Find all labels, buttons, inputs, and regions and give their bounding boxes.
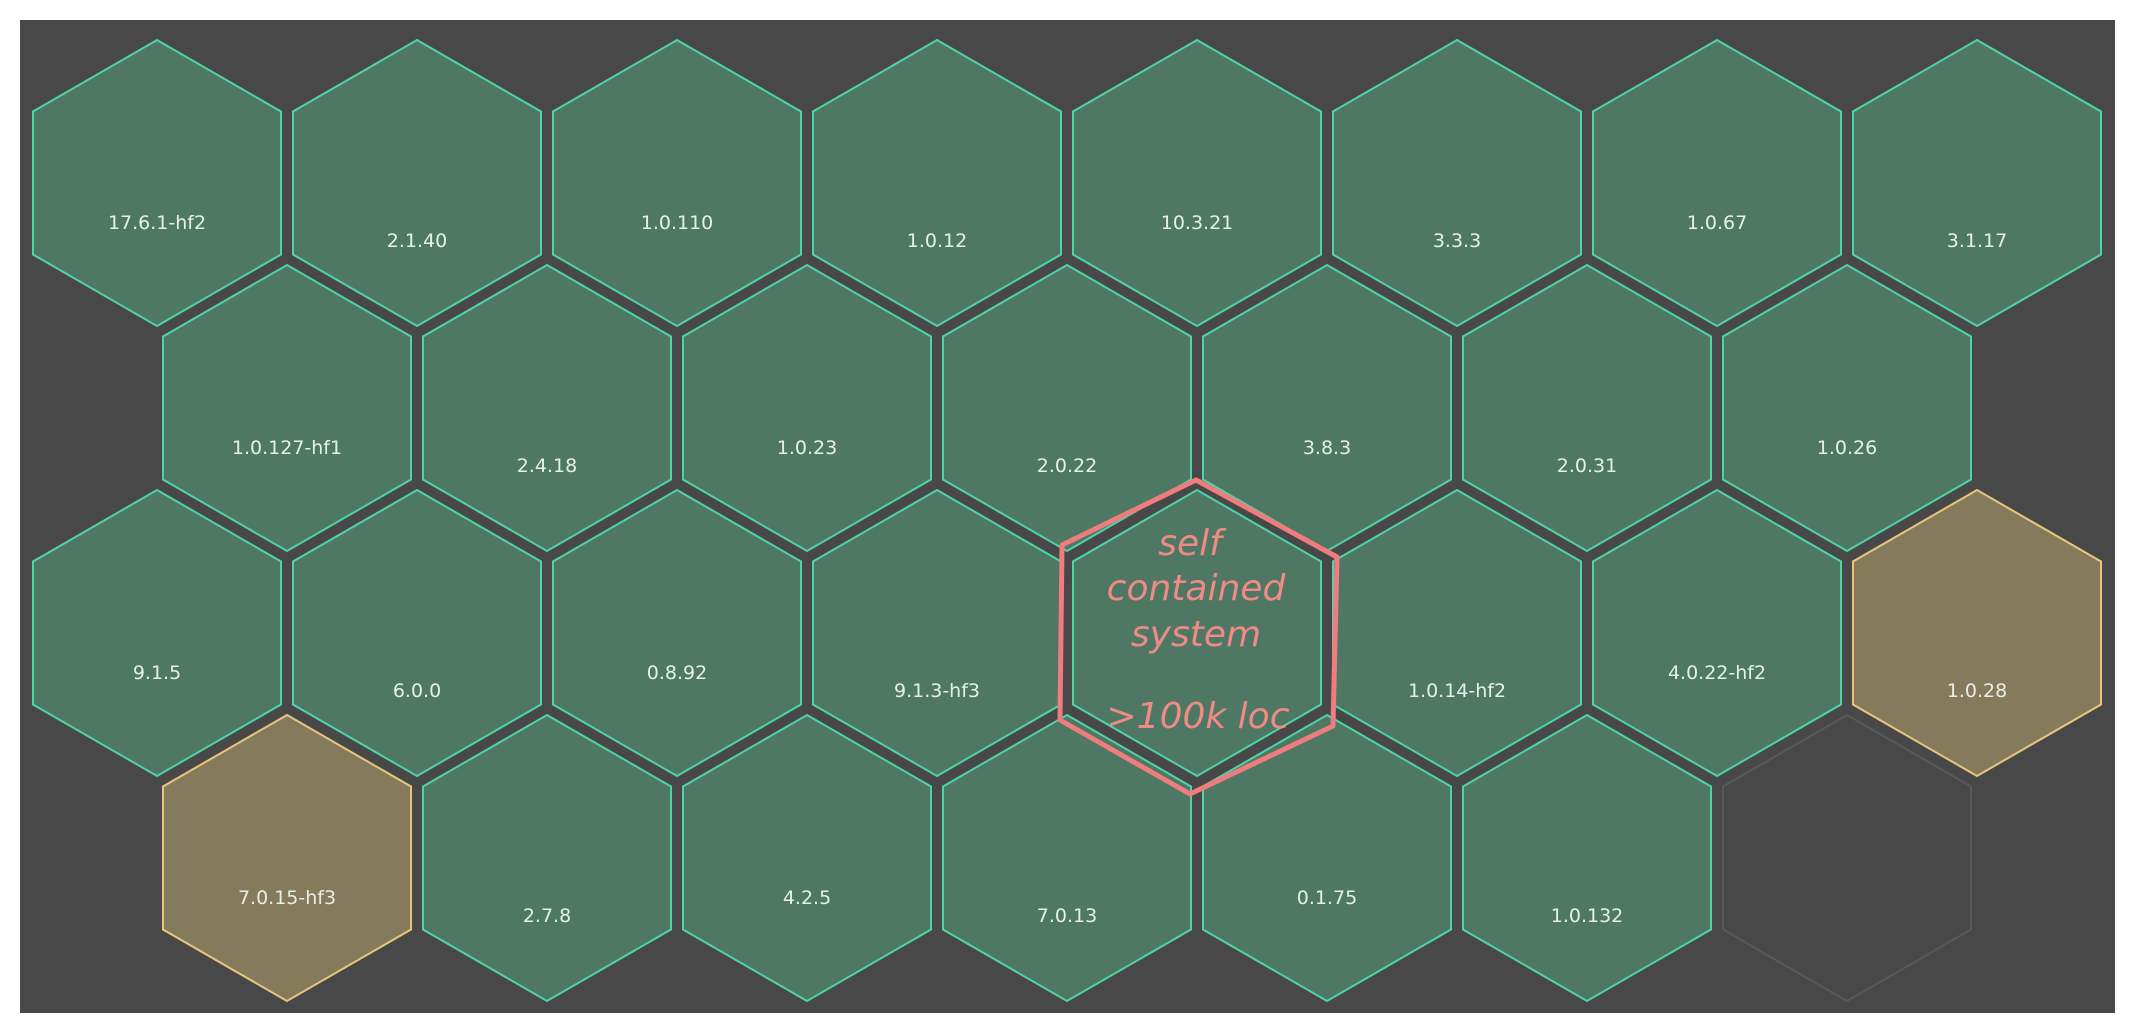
hex-cell: 4.2.5 — [682, 713, 932, 1003]
hex-label: 1.0.132 — [1551, 905, 1624, 927]
hex-cell: 2.0.31 — [1462, 263, 1712, 553]
annotation-line-5: >100k loc — [1107, 696, 1290, 737]
annotation-line-3: system — [1131, 614, 1261, 655]
hex-cell: 17.6.1-hf2 — [32, 38, 282, 328]
hex-label: 3.8.3 — [1303, 437, 1351, 459]
hex-label: 7.0.15-hf3 — [238, 887, 336, 909]
hex-label: 3.1.17 — [1947, 230, 2007, 252]
hex-label: 4.2.5 — [783, 887, 831, 909]
hex-label: 6.0.0 — [393, 680, 441, 702]
hex-shape — [1722, 263, 1972, 553]
hex-cell: 4.0.22-hf2 — [1592, 488, 1842, 778]
hex-cell: 1.0.26 — [1722, 263, 1972, 553]
hex-shape — [552, 488, 802, 778]
hex-label: 2.7.8 — [523, 905, 571, 927]
hex-cell: 1.0.132 — [1462, 713, 1712, 1003]
annotation-outline — [1057, 477, 1340, 797]
hex-label: 2.4.18 — [517, 455, 577, 477]
hex-label: 1.0.28 — [1947, 680, 2007, 702]
hex-shape — [1462, 713, 1712, 1003]
empty-hex-cell — [1722, 713, 1972, 1003]
hex-shape — [1852, 38, 2102, 328]
hex-cells: 17.6.1-hf2 2.1.40 1.0.110 1.0.12 10.3.21 3.3.… — [32, 38, 2102, 1003]
hex-label: 1.0.110 — [641, 212, 714, 234]
hex-cell: 1.0.23 — [682, 263, 932, 553]
annotation: self contained system >100k loc — [1057, 477, 1340, 797]
hex-cell: 1.0.67 — [1592, 38, 1842, 328]
hex-shape — [1072, 488, 1322, 778]
hex-cell: 1.0.110 — [552, 38, 802, 328]
hex-shape — [552, 38, 802, 328]
hex-label: 2.0.31 — [1557, 455, 1617, 477]
hex-label: 1.0.14-hf2 — [1408, 680, 1506, 702]
hex-label: 0.1.75 — [1297, 887, 1357, 909]
hex-cell: 7.0.13 — [942, 713, 1192, 1003]
hex-cell — [1072, 488, 1322, 778]
hex-label: 9.1.3-hf3 — [894, 680, 980, 702]
annotation-line-2: contained — [1107, 568, 1287, 609]
annotation-line-1: self — [1158, 523, 1227, 564]
hex-shape — [1332, 38, 1582, 328]
hex-shape — [32, 488, 282, 778]
hex-shape — [162, 713, 412, 1003]
hex-cell: 9.1.3-hf3 — [812, 488, 1062, 778]
hex-label: 1.0.23 — [777, 437, 837, 459]
hex-shape — [1072, 38, 1322, 328]
hex-cell: 7.0.15-hf3 — [162, 713, 412, 1003]
hex-cell: 2.4.18 — [422, 263, 672, 553]
hex-label: 9.1.5 — [133, 662, 181, 684]
hex-cell: 10.3.21 — [1072, 38, 1322, 328]
hex-shape — [1852, 488, 2102, 778]
hex-cell: 2.0.22 — [942, 263, 1192, 553]
hex-cell: 9.1.5 — [32, 488, 282, 778]
hex-label: 4.0.22-hf2 — [1668, 662, 1766, 684]
hex-shape — [682, 263, 932, 553]
hex-label: 2.0.22 — [1037, 455, 1097, 477]
hex-shape — [1592, 488, 1842, 778]
hex-cell: 1.0.14-hf2 — [1332, 488, 1582, 778]
hex-shape — [32, 38, 282, 328]
hex-label: 3.3.3 — [1433, 230, 1481, 252]
hex-label: 1.0.26 — [1817, 437, 1877, 459]
hex-cell: 3.3.3 — [1332, 38, 1582, 328]
hex-shape — [682, 713, 932, 1003]
hex-shape — [942, 263, 1192, 553]
hex-shape — [422, 263, 672, 553]
hex-shape — [292, 488, 542, 778]
hex-cell: 1.0.28 — [1852, 488, 2102, 778]
hex-label: 7.0.13 — [1037, 905, 1097, 927]
hex-cell: 1.0.12 — [812, 38, 1062, 328]
hex-shape — [942, 713, 1192, 1003]
hex-shape — [1332, 488, 1582, 778]
hex-cell: 6.0.0 — [292, 488, 542, 778]
hex-label: 1.0.67 — [1687, 212, 1747, 234]
hex-label: 1.0.12 — [907, 230, 967, 252]
hex-cell: 1.0.127-hf1 — [162, 263, 412, 553]
hex-label: 17.6.1-hf2 — [108, 212, 206, 234]
hex-label: 0.8.92 — [647, 662, 707, 684]
hex-label: 2.1.40 — [387, 230, 447, 252]
hex-cell: 3.1.17 — [1852, 38, 2102, 328]
hex-cell: 0.1.75 — [1202, 713, 1452, 1003]
hex-shape — [1722, 713, 1972, 1003]
hex-shape — [162, 263, 412, 553]
hex-cell: 2.1.40 — [292, 38, 542, 328]
hex-shape — [812, 38, 1062, 328]
hex-cell: 0.8.92 — [552, 488, 802, 778]
hex-shape — [422, 713, 672, 1003]
hex-cell: 2.7.8 — [422, 713, 672, 1003]
hex-shape — [1592, 38, 1842, 328]
hex-label: 10.3.21 — [1161, 212, 1234, 234]
hex-label: 1.0.127-hf1 — [232, 437, 342, 459]
hex-shape — [292, 38, 542, 328]
hex-shape — [1462, 263, 1712, 553]
